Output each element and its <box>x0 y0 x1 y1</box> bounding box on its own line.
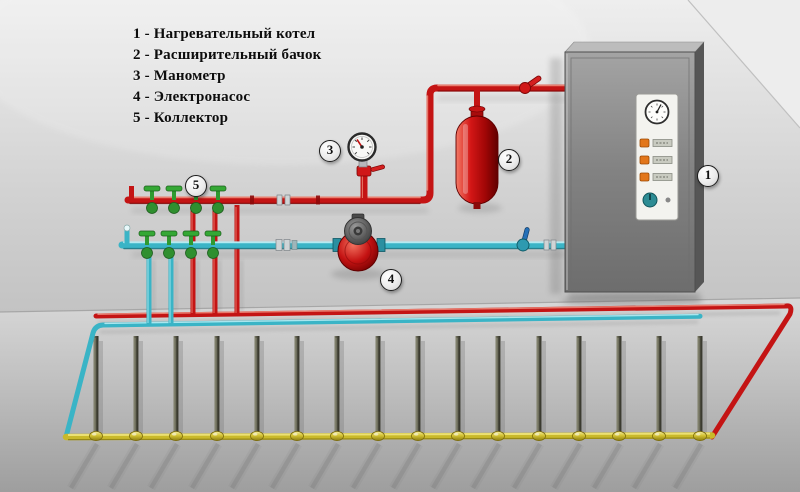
return-union-fitting <box>275 239 298 251</box>
supply-valve <box>519 75 542 94</box>
supply-union-fitting <box>276 194 291 206</box>
callout-2-expansion-tank: 2 <box>498 149 520 171</box>
return-end-stub <box>124 230 130 245</box>
boiler-control-panel <box>635 93 679 221</box>
manifold-end-stub <box>129 186 134 200</box>
base-pipes <box>63 303 794 440</box>
legend-item: 2 - Расширительный бачок <box>133 47 322 63</box>
callout-1-boiler: 1 <box>697 165 719 187</box>
floor-feed-pipe <box>62 430 716 442</box>
expansion-tank <box>455 105 499 209</box>
return-valve <box>516 227 530 252</box>
base-pipe-cold <box>63 313 703 440</box>
callout-4-pump: 4 <box>380 269 402 291</box>
circulation-pump <box>332 213 386 272</box>
collector-downpipes <box>146 205 240 325</box>
panel-indicators <box>639 138 673 182</box>
legend-item: 5 - Коллектор <box>133 110 229 126</box>
return-manifold-taps <box>138 230 222 259</box>
legend: 1 - Нагревательный котел 2 - Расширитель… <box>133 26 322 131</box>
hot-supply-main <box>124 84 576 204</box>
legend-item: 4 - Электронасос <box>133 89 251 105</box>
tank-stub <box>474 88 480 122</box>
return-union-2 <box>543 239 557 251</box>
boiler <box>564 41 705 293</box>
panel-knob <box>642 192 671 208</box>
callout-3-manometer: 3 <box>319 140 341 162</box>
panel-dial <box>644 99 670 125</box>
base-pipe-hot <box>93 303 794 440</box>
legend-item: 3 - Манометр <box>133 68 226 84</box>
manometer-valve-lever <box>370 164 385 172</box>
legend-item: 1 - Нагревательный котел <box>133 26 316 42</box>
callout-5-collector: 5 <box>185 175 207 197</box>
manometer <box>347 132 385 202</box>
hot-supply-pipe <box>124 75 576 206</box>
collector-valves <box>138 185 227 259</box>
manometer-gauge <box>347 132 377 162</box>
